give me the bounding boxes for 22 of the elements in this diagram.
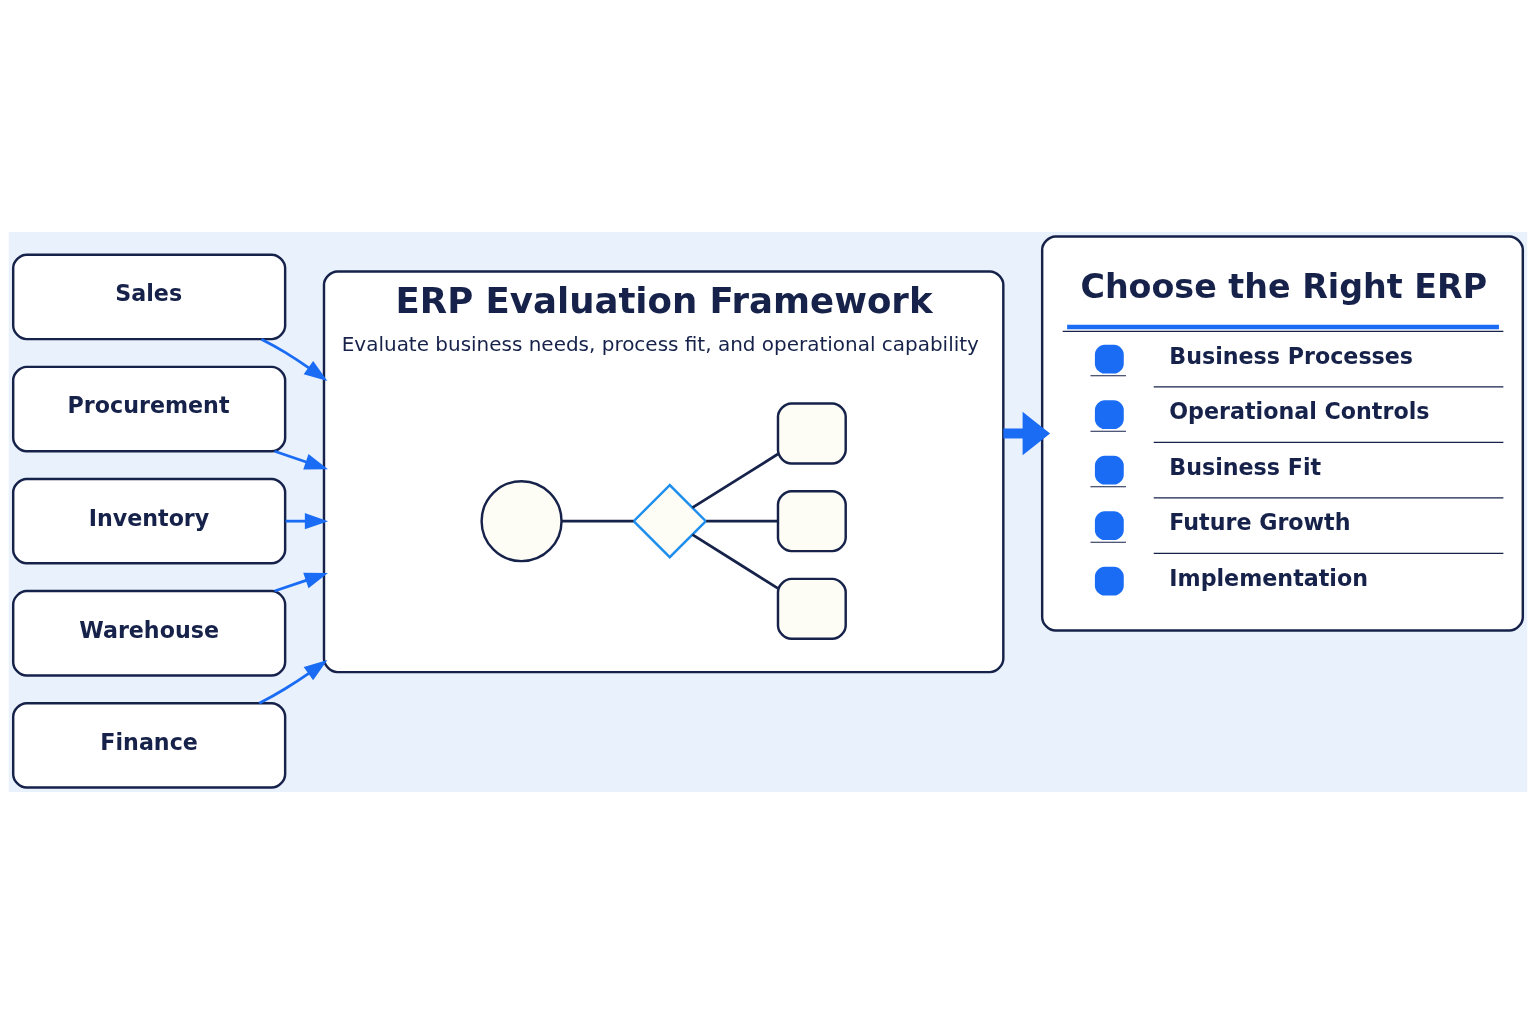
node-box: Choose the Right ERP Business Processes Operational Controls Business Fit Future Growth Implementation xyxy=(1040,235,1525,632)
arrow xyxy=(260,338,328,382)
arrow xyxy=(1003,411,1051,456)
connector xyxy=(561,519,634,523)
arrow xyxy=(274,572,328,593)
node-box: Inventory xyxy=(11,477,287,565)
node-box: Warehouse xyxy=(11,589,287,677)
connector xyxy=(706,519,778,523)
arrow xyxy=(258,660,328,705)
node-box xyxy=(776,402,847,465)
node-box xyxy=(776,577,847,641)
node-box: Procurement xyxy=(11,365,287,453)
arrow xyxy=(285,513,329,530)
node-diamond xyxy=(631,483,708,559)
node-box xyxy=(776,489,847,553)
connector xyxy=(691,452,779,509)
node-box: Sales xyxy=(11,253,287,341)
connector xyxy=(691,533,779,590)
node-circle xyxy=(480,479,563,563)
arrow xyxy=(274,449,328,470)
node-box: Finance xyxy=(11,702,287,789)
cluster: ERP Evaluation Framework Evaluate business needs, process fit, and operational capability xyxy=(322,270,1005,674)
